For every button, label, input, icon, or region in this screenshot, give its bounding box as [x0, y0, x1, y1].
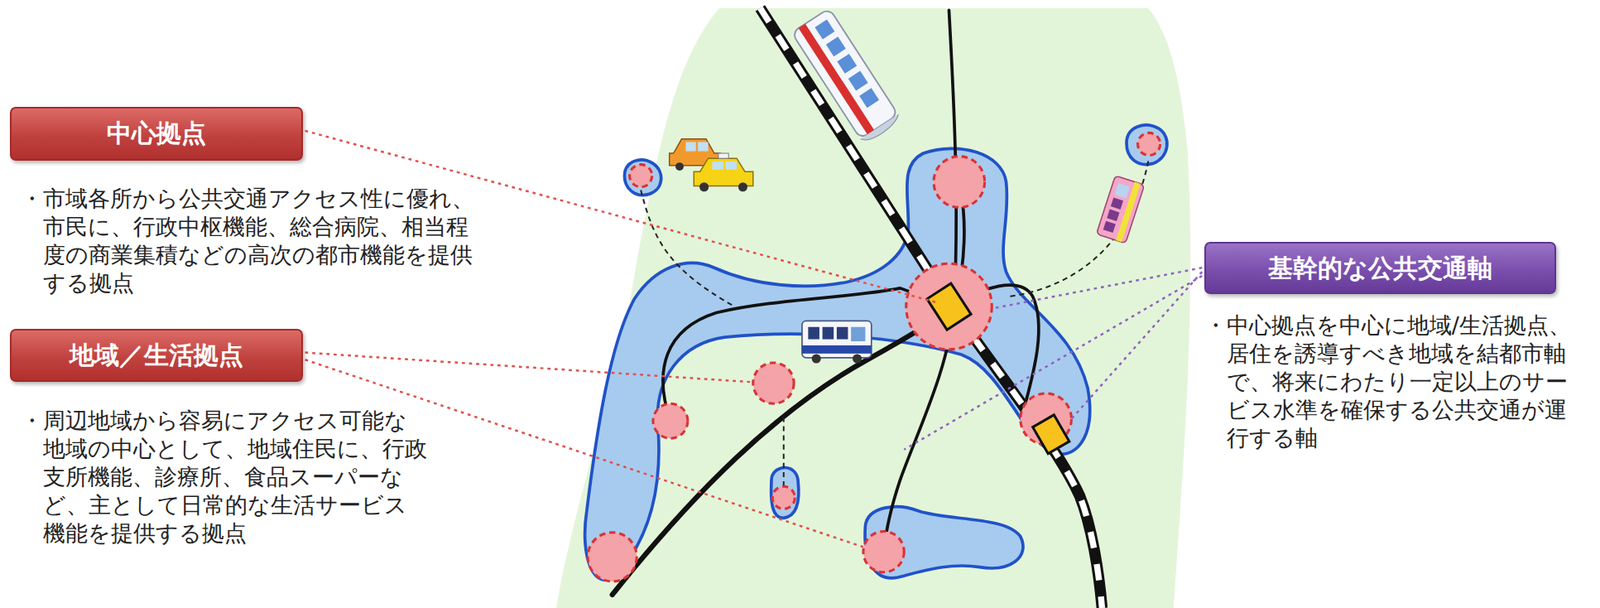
train-icon: [791, 8, 902, 145]
callout-node: 基幹的な公共交通軸・中心拠点を中心に地域/生活拠点、居住を誘導すべき地域を結都市…: [1204, 241, 1557, 294]
railway-part: [759, 8, 1102, 608]
stations: [927, 283, 1070, 454]
train-icon-part: [826, 36, 846, 57]
hub-circles-part: [653, 403, 688, 438]
train-icon-part: [848, 71, 869, 92]
hub-circles-part: [1138, 132, 1161, 155]
bus-icon-part: [836, 326, 849, 340]
pink-bus-icon-part: [1096, 175, 1145, 244]
transit-routes: [612, 9, 1039, 595]
stations-part: [1033, 414, 1070, 454]
car-icons-part: [711, 161, 724, 170]
hub-circles-part: [753, 362, 794, 404]
residential-areas-part: [1126, 124, 1168, 164]
residential-areas-part: [585, 148, 1091, 580]
description-text: ・中心拠点を中心に地域/生活拠点、居住を誘導すべき地域を結都市軸で、将来にわたり…: [1204, 311, 1576, 452]
bus-icon: [802, 320, 872, 363]
hub-circles-part: [933, 156, 985, 208]
bus-icon-part: [812, 353, 822, 363]
car-icons-part: [675, 162, 684, 171]
train-icon-part: [791, 8, 899, 140]
feeder-routes: [640, 157, 1149, 486]
leader-lines-red-part: [305, 352, 754, 383]
train-icon-part: [836, 53, 857, 74]
feeder-routes-part: [640, 189, 735, 307]
stations-part: [927, 283, 971, 330]
description-text: ・周辺地域から容易にアクセス可能な地域の中心として、地域住民に、行政支所機能、診…: [20, 406, 428, 548]
car-icons-part: [693, 158, 754, 186]
pink-bus-icon-part: [1103, 221, 1116, 233]
train-icon-part: [798, 24, 875, 135]
car-icons-part: [699, 182, 709, 192]
heading-box: 中心拠点: [9, 106, 303, 160]
hub-circles: [587, 132, 1161, 582]
car-icons-part: [725, 161, 738, 170]
green-ground: [556, 8, 1191, 608]
hub-circles-part: [906, 263, 993, 350]
train-icon-part: [814, 19, 835, 40]
pink-bus-icon-part: [1114, 182, 1130, 199]
hub-circles-part: [587, 532, 637, 582]
residential-areas-part: [771, 467, 799, 519]
leader-lines-purple-part: [903, 275, 1202, 450]
leader-lines-purple-part: [1071, 271, 1202, 419]
green-ground-part: [556, 8, 1191, 608]
hub-circles-part: [772, 485, 795, 509]
car-icons-part: [685, 141, 696, 151]
pink-bus-icon-part: [1106, 209, 1120, 222]
pink-bus-icon: [1096, 175, 1145, 244]
car-icons-part: [718, 153, 729, 159]
car-icons: [669, 139, 754, 193]
bus-icon-part: [850, 326, 865, 342]
bus-icon-part: [802, 345, 872, 354]
railway-part: [759, 8, 1102, 608]
hub-circles-part: [629, 164, 653, 188]
car-icons-part: [697, 141, 708, 151]
callout-node: 中心拠点・市域各所から公共交通アクセス性に優れ、市民に、行政中枢機能、総合病院、…: [9, 106, 303, 160]
heading-box: 基幹的な公共交通軸: [1204, 241, 1557, 294]
bus-icon-part: [852, 353, 862, 363]
feeder-routes-part: [1009, 157, 1149, 297]
heading-box: 地域／生活拠点: [9, 328, 303, 382]
bus-icon-part: [822, 326, 835, 340]
description-text: ・市域各所から公共交通アクセス性に優れ、市民に、行政中枢機能、総合病院、相当程度…: [20, 184, 477, 298]
feeder-routes-part: [783, 414, 785, 486]
train-icon-part: [859, 87, 880, 108]
transit-routes-part: [612, 308, 955, 595]
bus-icon-part: [802, 320, 872, 357]
residential-areas-part: [624, 159, 661, 196]
hub-circles-part: [863, 530, 904, 572]
leader-lines-purple: [903, 267, 1202, 450]
car-icons-part: [738, 182, 748, 192]
railway: [759, 8, 1102, 608]
callout-node: 地域／生活拠点・周辺地域から容易にアクセス可能な地域の中心として、地域住民に、行…: [9, 328, 303, 382]
pink-bus-icon-part: [1110, 197, 1124, 210]
train-icon-part: [860, 114, 903, 145]
leader-lines-purple-part: [991, 267, 1202, 308]
bus-icon-part: [807, 326, 820, 340]
